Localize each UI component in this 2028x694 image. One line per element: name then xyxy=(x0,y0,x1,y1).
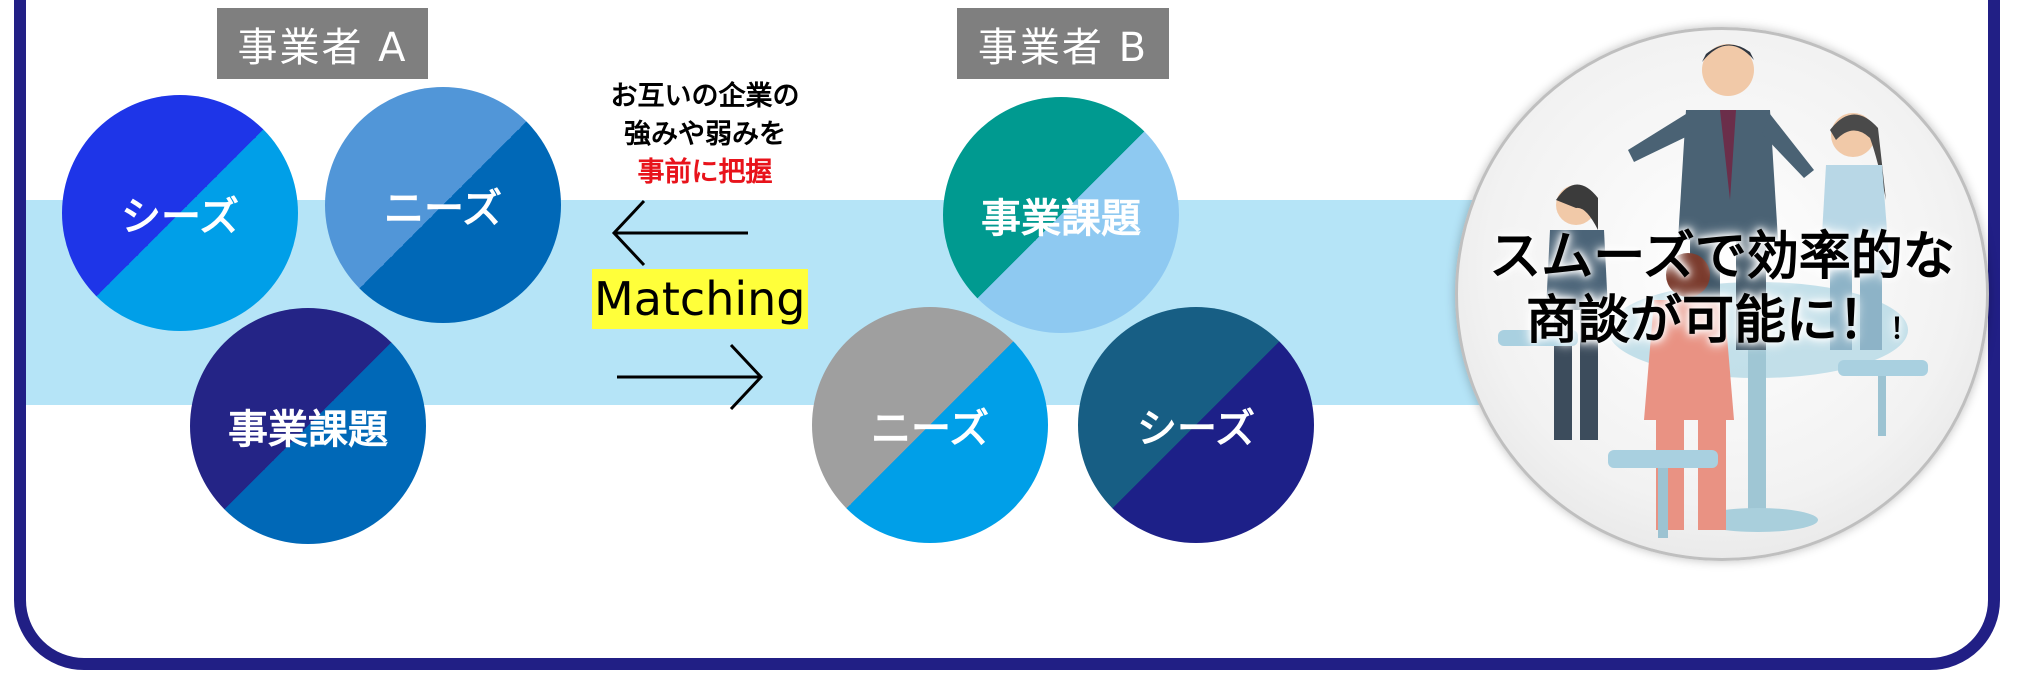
business-b-needs-circle: ニーズ xyxy=(812,307,1048,543)
business-a-seeds-circle: シーズ xyxy=(62,95,298,331)
note-line-2: 強みや弱みを xyxy=(624,119,786,150)
matching-label: Matching xyxy=(592,269,808,329)
note-line-3-highlight: 事前に把握 xyxy=(637,157,773,188)
business-a-seeds-label: シーズ xyxy=(121,194,239,240)
business-a-needs-circle: ニーズ xyxy=(325,87,561,323)
business-b-issues-label: 事業課題 xyxy=(981,196,1141,242)
result-message: スムーズで効率的な 商談が可能に！！ xyxy=(1455,225,1989,361)
business-b-seeds-circle: シーズ xyxy=(1078,307,1314,543)
arrow-right-icon xyxy=(617,343,764,411)
result-line-1: スムーズで効率的な xyxy=(1489,227,1955,287)
business-b-seeds-label: シーズ xyxy=(1137,406,1255,452)
business-a-needs-label: ニーズ xyxy=(384,186,502,232)
business-b-needs-label: ニーズ xyxy=(871,406,989,452)
business-a-issues-circle: 事業課題 xyxy=(190,308,426,544)
business-b-issues-circle: 事業課題 xyxy=(943,97,1179,333)
business-a-label: 事業者 A xyxy=(217,8,428,79)
result-line-2-main: 商談が可能に！ xyxy=(1525,291,1890,351)
business-meeting-illustration xyxy=(1455,27,1989,561)
advance-knowledge-note: お互いの企業の 強みや弱みを 事前に把握 xyxy=(570,78,840,192)
business-a-issues-label: 事業課題 xyxy=(228,407,388,453)
result-line-2-trailing: ！ xyxy=(1890,312,1919,345)
note-line-1: お互いの企業の xyxy=(610,81,800,112)
business-b-label: 事業者 B xyxy=(957,8,1169,79)
result-line-2: 商談が可能に！！ xyxy=(1455,289,1989,361)
arrow-left-icon xyxy=(611,199,748,267)
